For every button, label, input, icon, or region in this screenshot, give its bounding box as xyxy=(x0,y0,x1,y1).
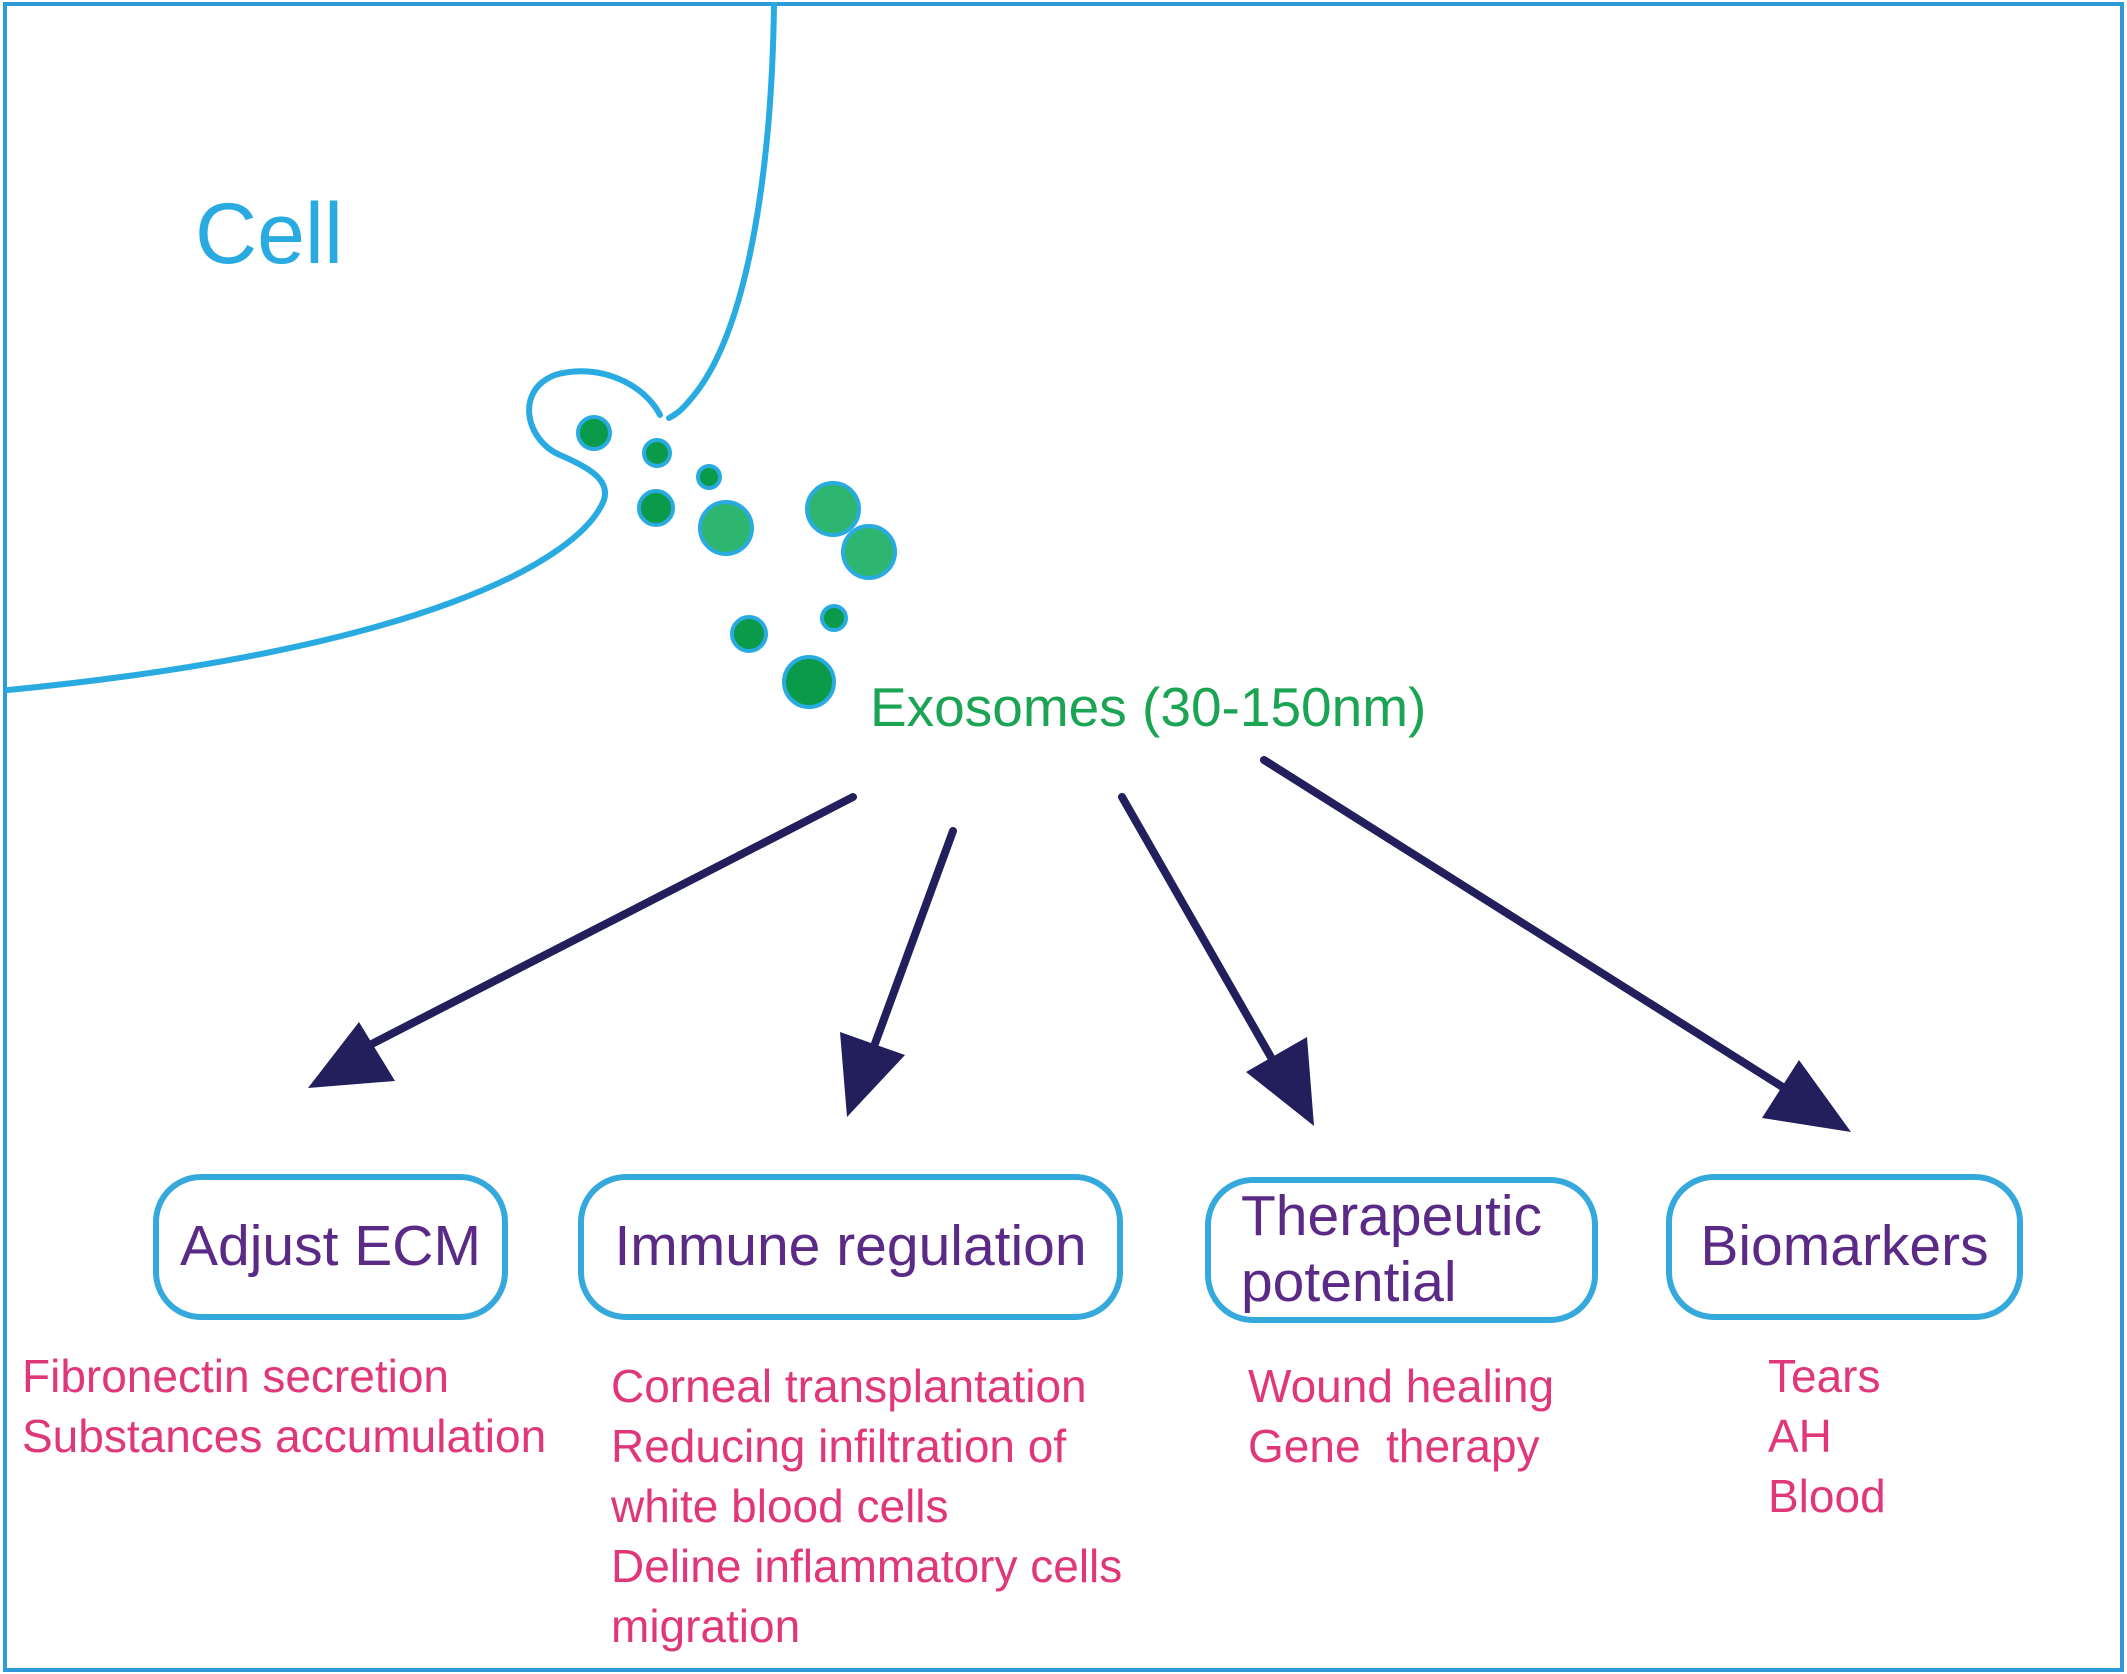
biomarkers-items: Tears AH Blood xyxy=(1768,1346,1886,1526)
cell-membrane-lower xyxy=(5,368,663,693)
category-title-line: Therapeutic xyxy=(1240,1184,1542,1249)
list-item: Wound healing xyxy=(1248,1360,1555,1412)
list-item: Blood xyxy=(1768,1470,1886,1522)
arrow-to-therapeutic-potential xyxy=(1118,793,1314,1126)
list-item: AH xyxy=(1768,1410,1832,1462)
therapeutic-potential-items: Wound healing Gene therapy xyxy=(1248,1356,1554,1476)
arrow-to-biomarkers xyxy=(1260,756,1851,1132)
immune-regulation-items: Corneal transplantation Reducing infiltr… xyxy=(611,1356,1122,1656)
exosome-vesicle xyxy=(698,500,754,556)
category-box-therapeutic-potential: Therapeutic potential xyxy=(1205,1177,1598,1323)
list-item: Corneal transplantation xyxy=(611,1360,1087,1412)
category-title-line: potential xyxy=(1240,1250,1457,1314)
category-title: Adjust ECM xyxy=(180,1214,481,1279)
cell-label: Cell xyxy=(195,186,344,282)
exosome-cluster xyxy=(576,415,897,709)
exosome-vesicle xyxy=(637,489,675,527)
exosome-vesicle xyxy=(820,604,848,632)
list-item: migration xyxy=(611,1600,801,1652)
category-box-adjust-ecm: Adjust ECM xyxy=(153,1174,508,1320)
list-item: Tears xyxy=(1768,1350,1881,1402)
exosome-vesicle xyxy=(841,524,897,580)
category-box-immune-regulation: Immune regulation xyxy=(578,1174,1123,1320)
category-box-biomarkers: Biomarkers xyxy=(1666,1174,2023,1320)
arrow-to-adjust-ecm xyxy=(308,793,857,1088)
exosome-vesicle xyxy=(696,464,722,490)
exosome-vesicle xyxy=(805,481,861,537)
arrow-to-immune-regulation xyxy=(840,827,957,1117)
outer-frame xyxy=(3,2,2124,1672)
exosome-vesicle xyxy=(782,655,836,709)
category-title: Immune regulation xyxy=(614,1214,1087,1279)
exosome-vesicle xyxy=(642,438,672,468)
category-title: Biomarkers xyxy=(1700,1214,1989,1279)
exosome-vesicle xyxy=(730,615,768,653)
list-item: Gene therapy xyxy=(1248,1420,1540,1472)
exosomes-label: Exosomes (30-150nm) xyxy=(870,676,1427,738)
arrows xyxy=(308,756,1851,1132)
adjust-ecm-items: Fibronectin secretion Substances accumul… xyxy=(22,1346,546,1466)
exosome-vesicle xyxy=(576,415,612,451)
list-item: Fibronectin secretion xyxy=(22,1350,449,1402)
cell-membrane-upper xyxy=(666,2,777,421)
list-item: Reducing infiltration of xyxy=(611,1420,1067,1472)
list-item: Deline inflammatory cells xyxy=(611,1540,1123,1592)
category-title: Therapeutic potential xyxy=(1241,1184,1542,1315)
list-item: white blood cells xyxy=(611,1480,949,1532)
list-item: Substances accumulation xyxy=(22,1410,547,1462)
